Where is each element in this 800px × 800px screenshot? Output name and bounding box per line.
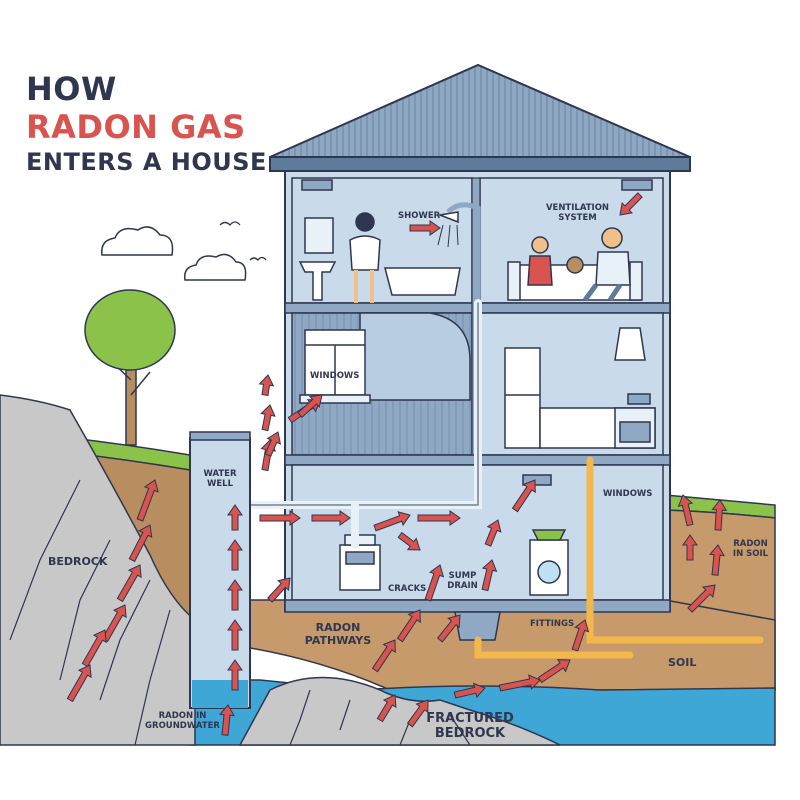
water-well (189, 431, 251, 709)
birds (219, 221, 267, 261)
label-shower: SHOWER (398, 211, 441, 221)
radon-arrow (371, 639, 396, 673)
radon-arrow (498, 674, 541, 692)
label-fractured-bedrock: FRACTURED BEDROCK (426, 711, 514, 741)
radon-arrow (259, 510, 301, 526)
radon-arrow (227, 579, 243, 611)
radon-arrow (406, 699, 429, 728)
radon-arrow (227, 539, 243, 571)
radon-arrow (417, 510, 461, 526)
title-line-3: ENTERS A HOUSE (26, 148, 267, 176)
radon-arrow (218, 704, 235, 736)
radon-arrow (511, 479, 536, 513)
radon-arrow (136, 479, 159, 522)
label-soil: SOIL (668, 656, 697, 669)
radon-arrow (437, 614, 461, 643)
title-line-1: HOW (26, 70, 117, 108)
radon-arrow (116, 564, 142, 603)
label-cracks: CRACKS (388, 584, 427, 594)
label-ventilation-system: VENTILATION SYSTEM (545, 203, 610, 223)
radon-arrow (409, 220, 441, 236)
clouds (101, 226, 247, 281)
radon-arrow (424, 564, 445, 602)
radon-arrow (373, 511, 411, 532)
radon-arrow (682, 534, 698, 561)
radon-arrow (311, 510, 351, 526)
radon-arrow (267, 577, 291, 603)
radon-arrow (260, 404, 276, 432)
radon-arrow (571, 619, 590, 652)
radon-arrow (376, 694, 397, 723)
label-radon-pathways: RADON PATHWAYS (304, 621, 372, 647)
radon-arrow (677, 494, 694, 527)
middle-floor-furniture (299, 327, 656, 449)
label-fittings: FITTINGS (530, 619, 575, 629)
radon-arrow (619, 192, 643, 216)
fractured-bedrock (238, 676, 561, 746)
radon-arrow (711, 499, 728, 531)
label-radon-in-groundwater: RADON IN GROUNDWATER (145, 711, 220, 731)
radon-arrow (537, 659, 571, 684)
radon-arrow (708, 544, 725, 576)
radon-arrow (81, 629, 107, 668)
label-water-well: WATER WELL (203, 469, 237, 489)
title-line-2: RADON GAS (26, 108, 246, 146)
radon-arrow (128, 524, 153, 563)
ground-layers (0, 394, 776, 746)
radon-arrow (453, 682, 486, 699)
tree (84, 289, 176, 446)
radon-arrow (484, 519, 502, 547)
roof (269, 63, 691, 158)
radon-arrow (396, 609, 421, 643)
label-windows-right: WINDOWS (603, 489, 653, 499)
radon-arrow (66, 664, 92, 703)
radon-arrow (227, 659, 243, 691)
radon-arrow (258, 374, 275, 396)
label-sump-drain: SUMP DRAIN (447, 571, 478, 591)
bedrock-left (0, 394, 196, 746)
radon-arrow (297, 394, 323, 418)
label-radon-in-soil: RADON IN SOIL (732, 539, 769, 559)
radon-arrow (227, 504, 243, 531)
radon-arrow (227, 619, 243, 651)
radon-arrow (481, 559, 498, 592)
basement-equipment (339, 474, 569, 596)
radon-arrow (264, 431, 282, 457)
label-bedrock: BEDROCK (48, 555, 108, 568)
radon-arrow (397, 531, 421, 551)
label-windows-upper: WINDOWS (310, 371, 360, 381)
upper-floor-furniture (298, 179, 653, 303)
radon-arrows (66, 192, 728, 736)
radon-arrow (687, 584, 716, 613)
